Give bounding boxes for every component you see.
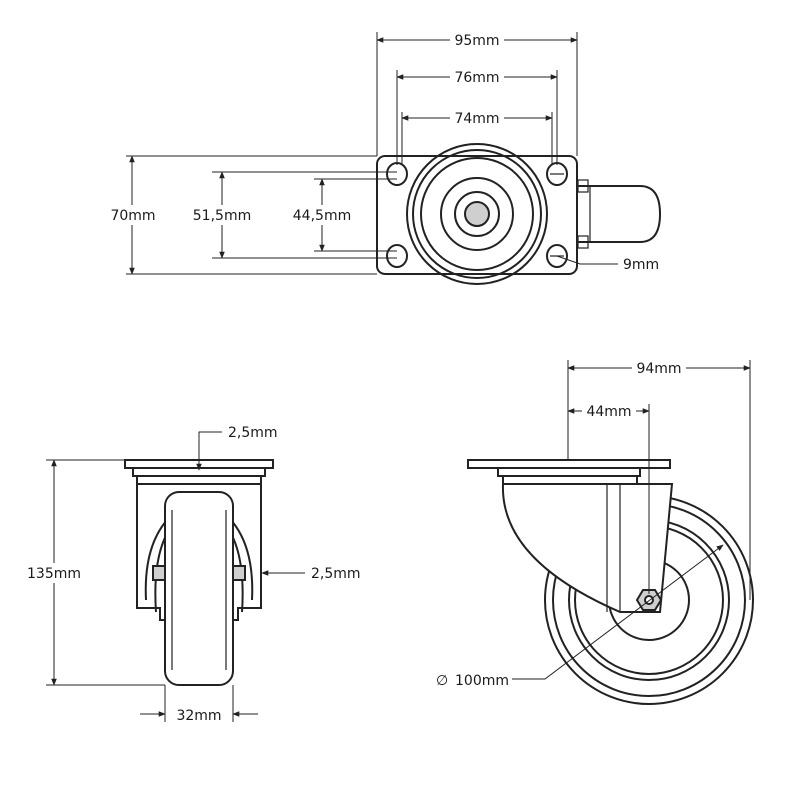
- dim-label-100: 100mm: [455, 673, 509, 689]
- bolt-hole-bl: [386, 244, 408, 268]
- wheel-front: [164, 491, 234, 686]
- kingpin: [464, 201, 490, 227]
- diameter-symbol: ∅: [436, 673, 448, 689]
- dim-label-44-5: 44,5mm: [293, 208, 351, 224]
- dim-label-32: 32mm: [176, 708, 221, 724]
- dim-label-135: 135mm: [27, 566, 81, 582]
- dim-label-51-5: 51,5mm: [193, 208, 251, 224]
- top-view: 95mm 76mm 74mm 70mm 51,5mm 44,5mm 9mm: [108, 30, 662, 285]
- leader-9mm: [556, 255, 618, 265]
- leader-diameter: [512, 544, 724, 680]
- bolt-hole-tl: [386, 162, 408, 186]
- dim-label-76: 76mm: [454, 70, 499, 86]
- swivel-ring-outer: [406, 143, 548, 285]
- dim-label-plate-thickness: 2,5mm: [228, 425, 278, 441]
- side-view: 94mm 44mm ∅ 100mm: [436, 358, 754, 705]
- dim-label-70: 70mm: [110, 208, 155, 224]
- wheel-outline-top: [577, 185, 662, 243]
- dim-label-95: 95mm: [454, 33, 499, 49]
- dim-label-9: 9mm: [623, 257, 659, 273]
- dim-label-94: 94mm: [636, 361, 681, 377]
- dim-label-44: 44mm: [586, 404, 631, 420]
- dim-label-74: 74mm: [454, 111, 499, 127]
- top-plate-side: [467, 459, 671, 469]
- leader-plate-thickness: [196, 431, 222, 471]
- dim-label-fork-thickness: 2,5mm: [311, 566, 361, 582]
- front-view: 2,5mm 2,5mm 135mm 32mm: [22, 425, 361, 724]
